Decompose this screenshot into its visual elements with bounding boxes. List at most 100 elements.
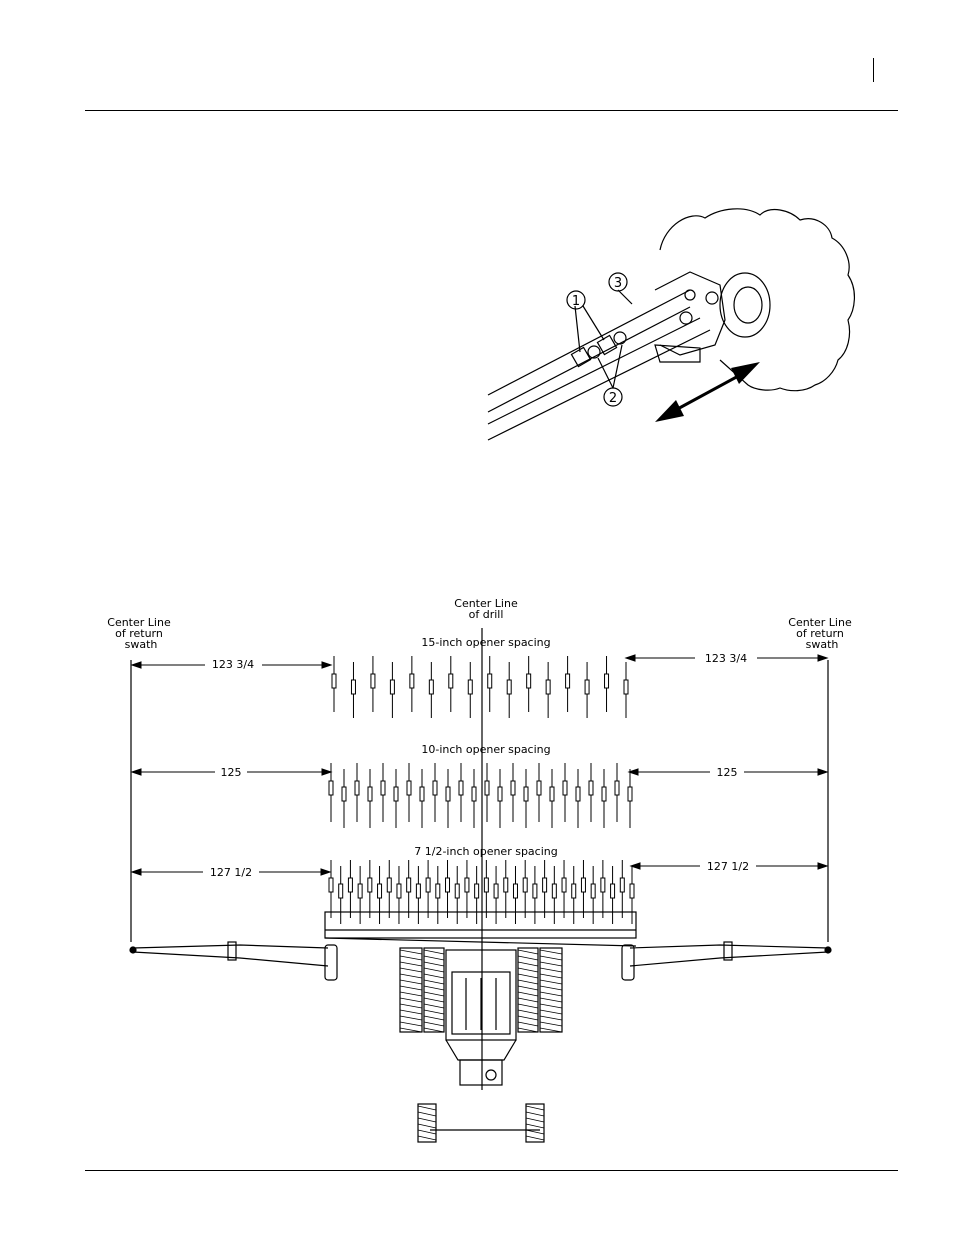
row2-opener-body — [537, 781, 541, 795]
tire-tread — [518, 998, 538, 1002]
row3-opener-body — [407, 878, 411, 892]
tire-tread — [540, 998, 562, 1002]
tire-tread — [540, 1010, 562, 1014]
row3-opener-body — [513, 884, 517, 898]
row3-opener-body — [581, 878, 585, 892]
row2-opener-body — [446, 787, 450, 801]
row2-opener-body — [498, 787, 502, 801]
tire-tread — [518, 968, 538, 972]
row2-opener-body — [472, 787, 476, 801]
row3-opener-body — [465, 878, 469, 892]
tire-tread — [540, 1004, 562, 1008]
row3-opener-body — [572, 884, 576, 898]
row1-opener-body — [371, 674, 375, 688]
row3-opener-body — [552, 884, 556, 898]
row1-opener-body — [566, 674, 570, 688]
row3-opener-body — [601, 878, 605, 892]
tire-tread — [424, 1022, 444, 1026]
tire-tread — [526, 1136, 544, 1140]
tire-tread — [400, 1010, 422, 1014]
tire-tread — [424, 980, 444, 984]
tire-tread — [424, 962, 444, 966]
tire-tread — [526, 1118, 544, 1122]
tire-tread — [540, 980, 562, 984]
row2-opener-body — [433, 781, 437, 795]
tire-tread — [518, 956, 538, 960]
tire-tread — [400, 1016, 422, 1020]
tire-tread — [400, 1022, 422, 1026]
tire-tread — [400, 956, 422, 960]
row3-opener-body — [397, 884, 401, 898]
cl-right-line3: swath — [806, 638, 839, 651]
tire-tread — [526, 1106, 544, 1110]
row2-opener-body — [589, 781, 593, 795]
tire-tread — [424, 1010, 444, 1014]
tire-tread — [540, 962, 562, 966]
tire-tread — [400, 962, 422, 966]
tire-tread — [518, 992, 538, 996]
row3-opener-body — [504, 878, 508, 892]
tire-tread — [526, 1112, 544, 1116]
row1-opener-body — [429, 680, 433, 694]
cl-left-line3: swath — [125, 638, 158, 651]
tire-tread — [518, 980, 538, 984]
tire-tread — [424, 968, 444, 972]
row3-opener-body — [348, 878, 352, 892]
drill-and-tractor-icon — [130, 912, 831, 1142]
tire-tread — [418, 1106, 436, 1110]
tire-tread — [418, 1136, 436, 1140]
row3-opener-body — [455, 884, 459, 898]
row2-opener-body — [615, 781, 619, 795]
tire-tread — [424, 1016, 444, 1020]
row3-opener-body — [416, 884, 420, 898]
row2-opener-body — [381, 781, 385, 795]
row1-opener-body — [527, 674, 531, 688]
tire-tread — [400, 998, 422, 1002]
tire-tread — [540, 974, 562, 978]
row1-title: 15-inch opener spacing — [421, 636, 550, 649]
row3-opener-body — [358, 884, 362, 898]
row2-title: 10-inch opener spacing — [421, 743, 550, 756]
tire-tread — [540, 1016, 562, 1020]
tire-tread — [518, 950, 538, 954]
row3-opener-body — [630, 884, 634, 898]
row2-opener-body — [511, 781, 515, 795]
tire-tread — [540, 950, 562, 954]
row2-opener-body — [342, 787, 346, 801]
row2-opener-body — [602, 787, 606, 801]
tire-tread — [424, 950, 444, 954]
tire-tread — [424, 974, 444, 978]
row3-opener-body — [591, 884, 595, 898]
row2-opener-body — [355, 781, 359, 795]
row1-opener-body — [605, 674, 609, 688]
row2-opener-body — [485, 781, 489, 795]
row1-dim-left: 123 3/4 — [212, 658, 254, 671]
cl-center-line2: of drill — [469, 608, 504, 621]
row3-opener-body — [475, 884, 479, 898]
tire-tread — [400, 980, 422, 984]
row1-opener-body — [449, 674, 453, 688]
tire-tread — [424, 956, 444, 960]
row3-opener-body — [426, 878, 430, 892]
row3-opener-body — [611, 884, 615, 898]
tire-tread — [424, 992, 444, 996]
tire-tread — [424, 986, 444, 990]
tire-tread — [526, 1124, 544, 1128]
row1-opener-body — [624, 680, 628, 694]
row2-opener-body — [563, 781, 567, 795]
tire-tread — [418, 1112, 436, 1116]
row3-opener-body — [523, 878, 527, 892]
row3-opener-body — [436, 884, 440, 898]
tire-tread — [400, 986, 422, 990]
row3-opener-body — [339, 884, 343, 898]
tire-tread — [518, 986, 538, 990]
row1-opener-body — [488, 674, 492, 688]
tire-tread — [400, 950, 422, 954]
row1-opener-body — [390, 680, 394, 694]
row1-opener-body — [410, 674, 414, 688]
row3-dim-left: 127 1/2 — [210, 866, 252, 879]
row3-opener-body — [387, 878, 391, 892]
row1-opener-body — [468, 680, 472, 694]
tire-tread — [540, 956, 562, 960]
